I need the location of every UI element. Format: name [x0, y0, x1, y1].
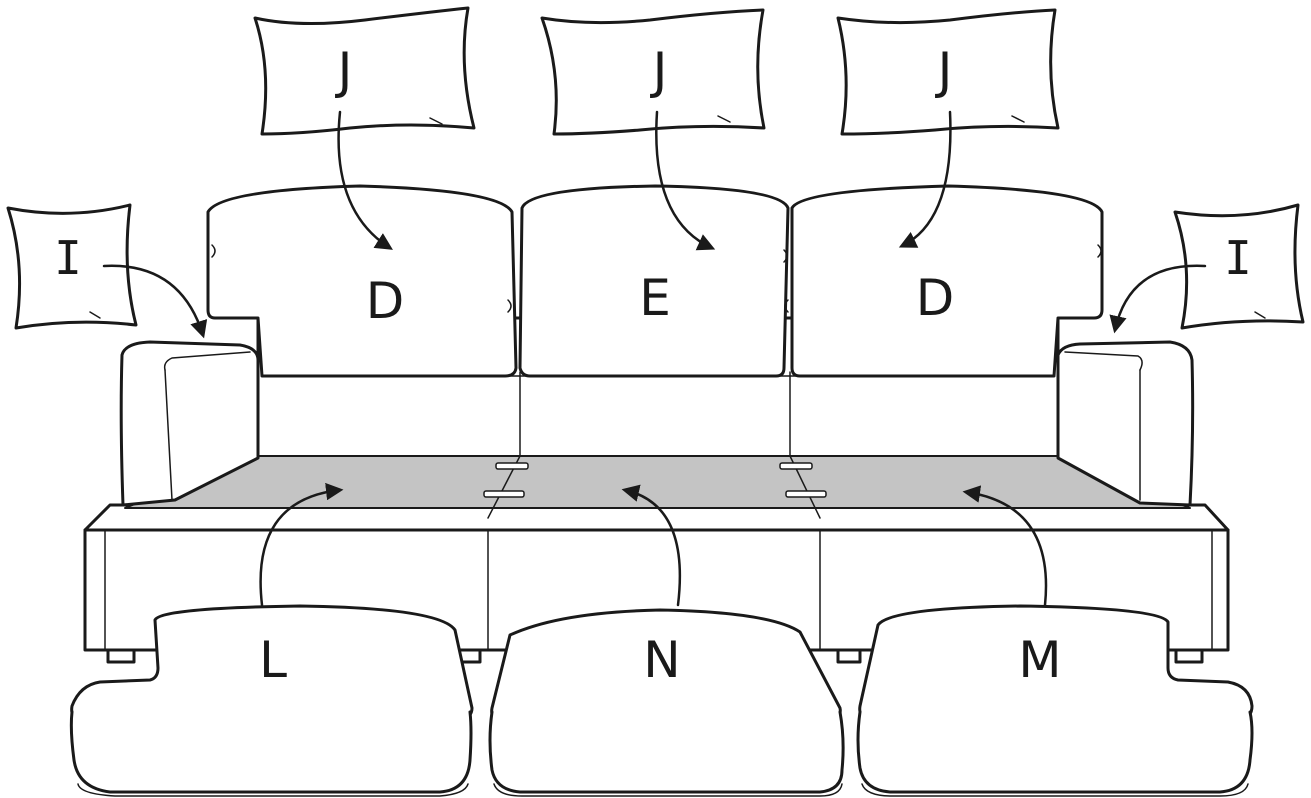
throw-pillow-center-label: J: [650, 42, 668, 100]
seat-cushion-left-label: L: [259, 631, 287, 689]
throw-pillow-right: J: [838, 10, 1058, 134]
seat-cushion-right-label: M: [1018, 631, 1061, 689]
back-cushion-center: E: [520, 186, 788, 376]
deck-strap: [484, 491, 524, 497]
back-cushion-left: D: [208, 186, 516, 376]
accent-cushion-left-label: I: [54, 231, 82, 285]
throw-pillow-left: J: [255, 8, 474, 134]
accent-cushion-right-label: I: [1224, 231, 1252, 285]
seat-cushion-center-label: N: [643, 631, 680, 689]
deck-strap: [786, 491, 826, 497]
throw-pillow-right-label: J: [935, 42, 953, 100]
throw-pillow-left-label: J: [335, 42, 353, 100]
throw-pillow-center: J: [542, 10, 764, 134]
seat-cushion-center: N: [490, 610, 843, 796]
back-cushion-right: D: [792, 186, 1102, 376]
back-cushion-right-label: D: [916, 269, 955, 327]
back-cushion-left-label: D: [366, 272, 405, 330]
deck-strap: [496, 463, 528, 469]
deck-strap: [780, 463, 812, 469]
back-cushion-center-label: E: [639, 269, 671, 327]
